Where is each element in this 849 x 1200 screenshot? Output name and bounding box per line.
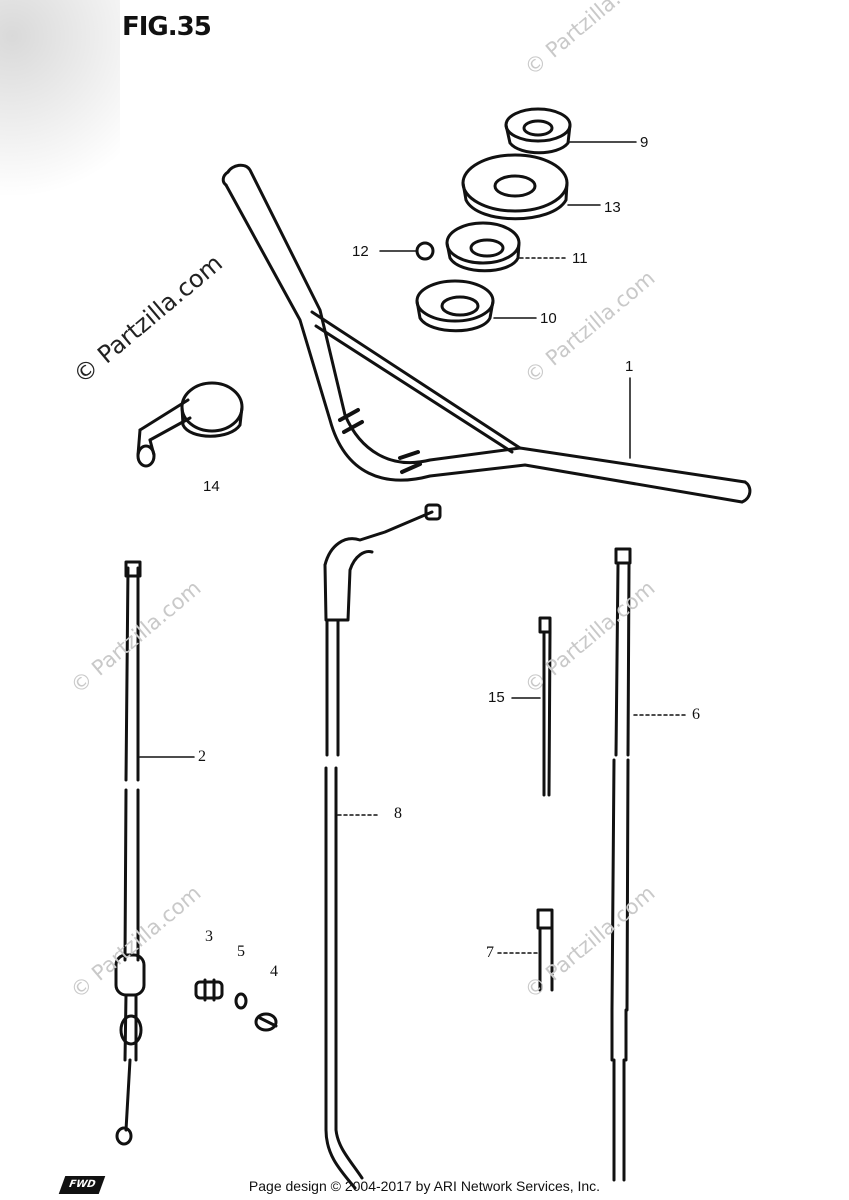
callout-2: 2 — [198, 748, 206, 765]
callout-7: 7 — [486, 944, 494, 961]
scan-noise — [0, 0, 120, 240]
switch-part-14 — [136, 381, 244, 468]
callout-11: 11 — [572, 250, 588, 267]
callout-8: 8 — [394, 805, 402, 822]
washer-part-13 — [461, 153, 569, 221]
washer-part-5 — [234, 992, 248, 1010]
screw-part-4 — [254, 1012, 278, 1032]
callout-4: 4 — [270, 963, 278, 980]
figure-title: FIG.35 — [122, 12, 212, 42]
cable-part-6 — [610, 547, 632, 1182]
adjuster-part-7 — [536, 908, 554, 992]
callout-15: 15 — [488, 689, 505, 706]
adjuster-part-15 — [538, 616, 552, 797]
callout-9: 9 — [640, 134, 649, 151]
handlebar-part-1 — [221, 163, 752, 504]
leader-lines — [139, 141, 687, 954]
copyright-footer: Page design © 2004-2017 by ARI Network S… — [248, 1178, 601, 1194]
callout-14: 14 — [203, 478, 220, 495]
cable-part-8 — [323, 503, 442, 1190]
callout-5: 5 — [237, 943, 245, 960]
callout-3: 3 — [205, 928, 213, 945]
seal-part-10 — [415, 279, 495, 333]
cable-part-2 — [114, 560, 146, 1146]
bearing-race-part-11 — [445, 221, 521, 273]
clamp-part-3 — [194, 978, 224, 1002]
ball-part-12 — [415, 241, 435, 261]
callout-1: 1 — [625, 358, 634, 375]
callout-12: 12 — [352, 243, 369, 260]
lock-nut-part-9 — [504, 107, 572, 155]
callout-13: 13 — [604, 199, 621, 216]
callout-6: 6 — [692, 706, 700, 723]
callout-10: 10 — [540, 310, 557, 327]
